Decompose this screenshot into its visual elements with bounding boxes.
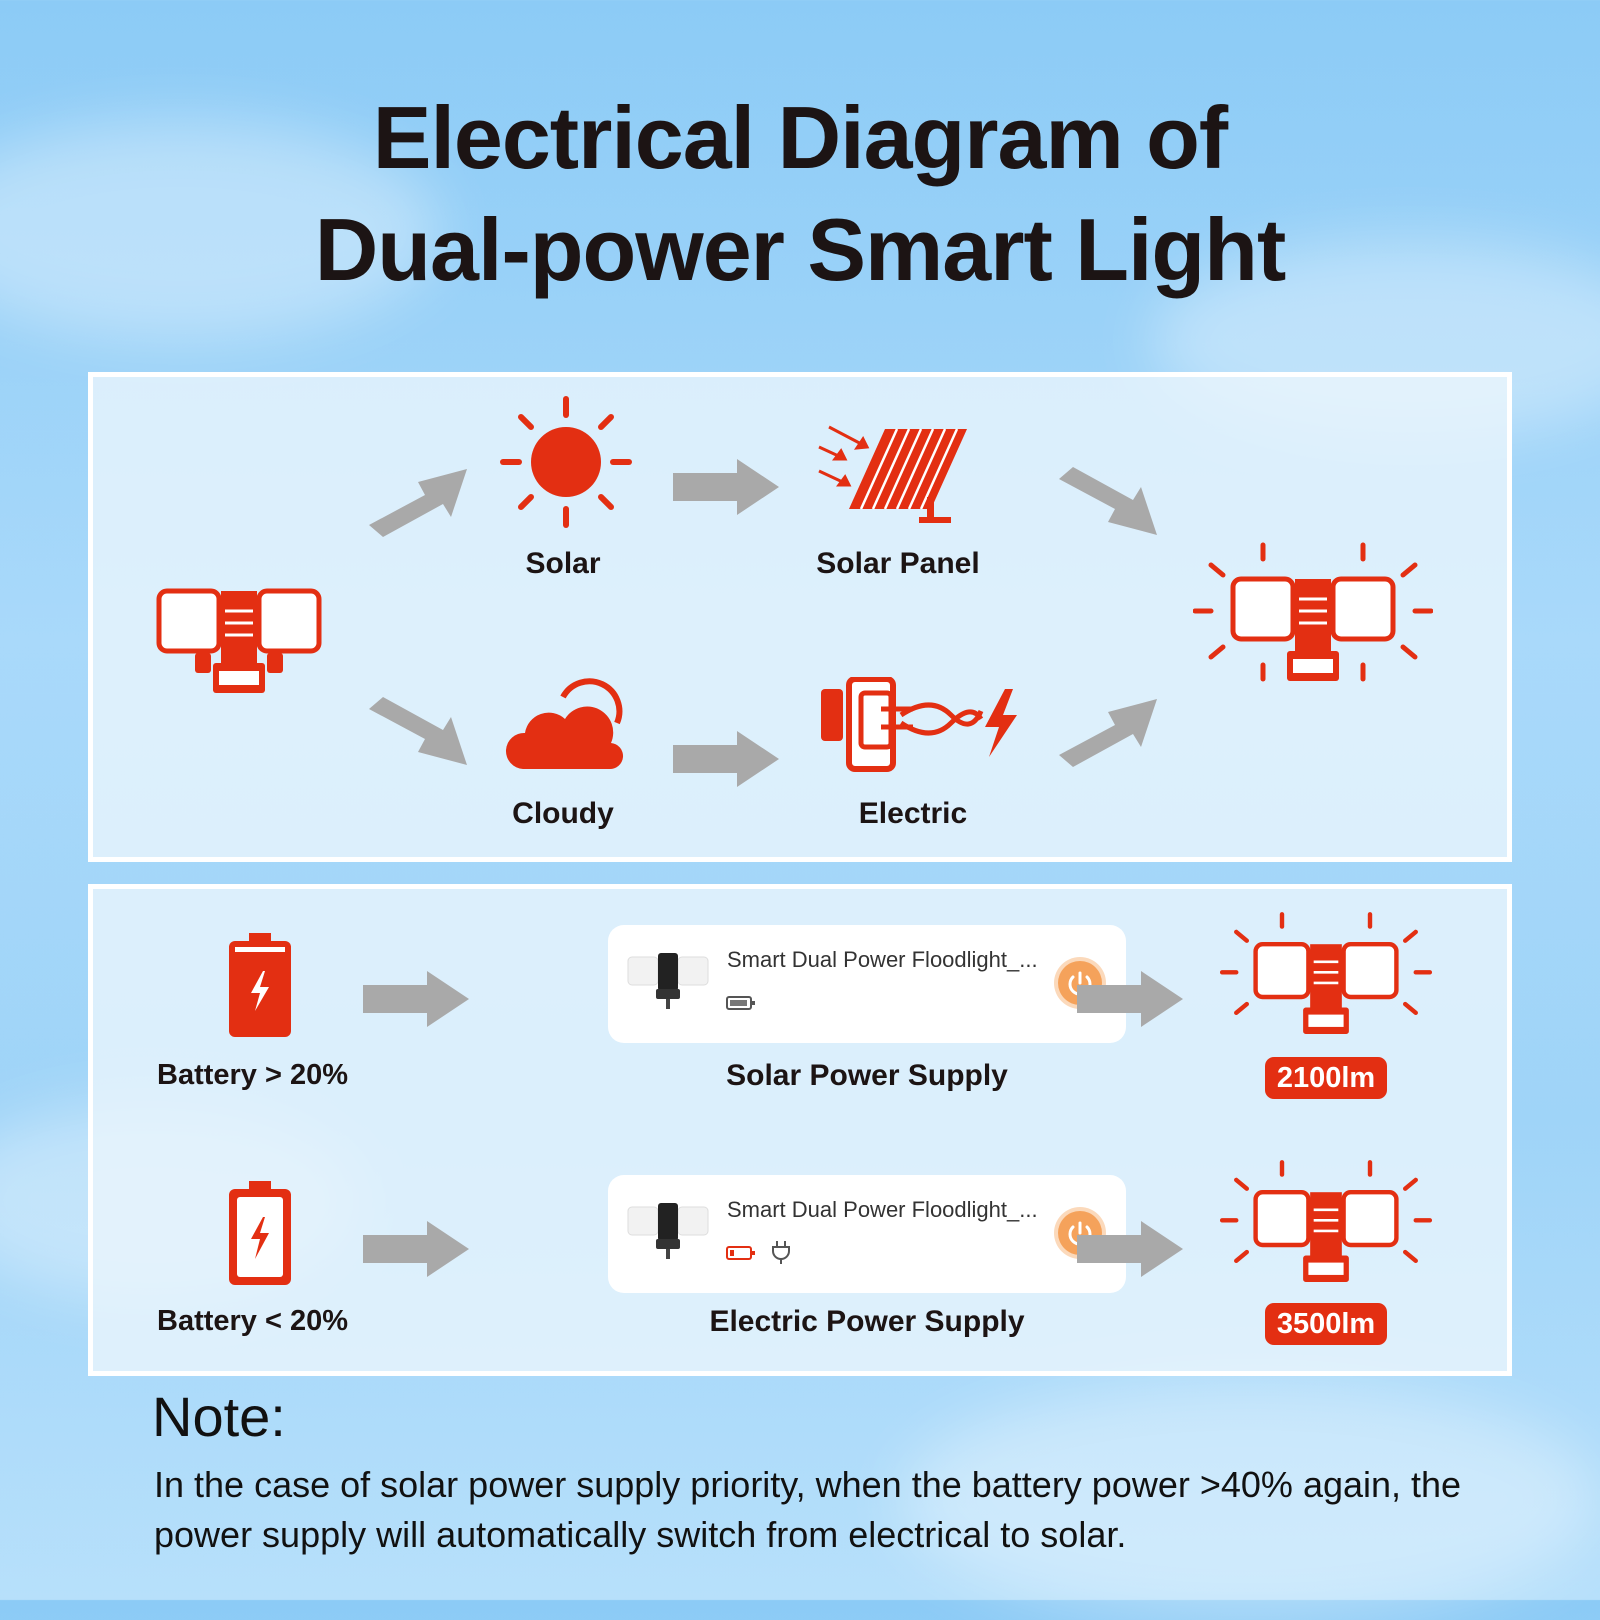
device-card[interactable]: Smart Dual Power Floodlight_... bbox=[608, 1175, 1126, 1293]
arrow-icon bbox=[369, 469, 467, 537]
device-name: Smart Dual Power Floodlight_... bbox=[727, 1197, 1038, 1222]
arrow-icon bbox=[673, 459, 779, 515]
sky-cloud bbox=[0, 120, 440, 340]
battery-low-label: Battery < 20% bbox=[157, 1305, 349, 1337]
note-text: In the case of solar power supply priori… bbox=[154, 1464, 1462, 1555]
cloudy-label: Cloudy bbox=[512, 797, 614, 830]
title-line-1: Electrical Diagram of bbox=[372, 88, 1228, 187]
arrow-icon bbox=[363, 971, 469, 1027]
plug-status-icon bbox=[772, 1241, 790, 1264]
electric-label: Electric bbox=[858, 797, 968, 830]
device-name: Smart Dual Power Floodlight_... bbox=[727, 947, 1038, 972]
solar-supply-label: Solar Power Supply bbox=[726, 1059, 1008, 1092]
page-title: Electrical Diagram of Dual-power Smart L… bbox=[0, 82, 1600, 306]
battery-low-status-icon bbox=[726, 1246, 755, 1260]
lumens-badge: 2100lm bbox=[1265, 1057, 1387, 1099]
arrow-icon bbox=[1077, 1221, 1183, 1277]
arrow-icon bbox=[673, 731, 779, 787]
electric-plug-icon bbox=[821, 677, 1017, 772]
floodlight-thumbnail-icon bbox=[627, 953, 709, 1009]
lit-floodlight-icon bbox=[1193, 542, 1433, 682]
lumens-badge: 3500lm bbox=[1265, 1303, 1387, 1345]
arrow-icon bbox=[1077, 971, 1183, 1027]
title-line-2: Dual-power Smart Light bbox=[314, 200, 1287, 299]
solar-panel-label: Solar Panel bbox=[816, 547, 980, 580]
arrow-icon bbox=[1059, 467, 1157, 535]
electric-supply-label: Electric Power Supply bbox=[709, 1305, 1025, 1338]
power-mode-panel: Battery > 20% Smart Dual Power Floodligh… bbox=[88, 884, 1512, 1376]
solar-label: Solar bbox=[525, 547, 601, 580]
cloud-icon bbox=[505, 678, 624, 770]
power-flow-panel: Solar Cloudy Solar Panel bbox=[88, 372, 1512, 862]
solar-panel-icon bbox=[818, 425, 967, 523]
battery-high-label: Battery > 20% bbox=[157, 1059, 349, 1091]
battery-status-icon bbox=[726, 996, 755, 1010]
arrow-icon bbox=[1059, 699, 1157, 767]
note-title: Note: bbox=[152, 1385, 286, 1448]
battery-full-icon bbox=[229, 933, 291, 1037]
arrow-icon bbox=[363, 1221, 469, 1277]
device-card[interactable]: Smart Dual Power Floodlight_... bbox=[608, 925, 1126, 1043]
sky-cloud bbox=[900, 1380, 1600, 1620]
floodlight-thumbnail-icon bbox=[627, 1203, 709, 1259]
arrow-icon bbox=[369, 697, 467, 765]
lit-floodlight-icon bbox=[1220, 1160, 1432, 1282]
battery-low-icon bbox=[229, 1181, 291, 1285]
sun-icon bbox=[500, 396, 632, 528]
lit-floodlight-icon bbox=[1220, 912, 1432, 1034]
floodlight-icon bbox=[156, 588, 322, 693]
